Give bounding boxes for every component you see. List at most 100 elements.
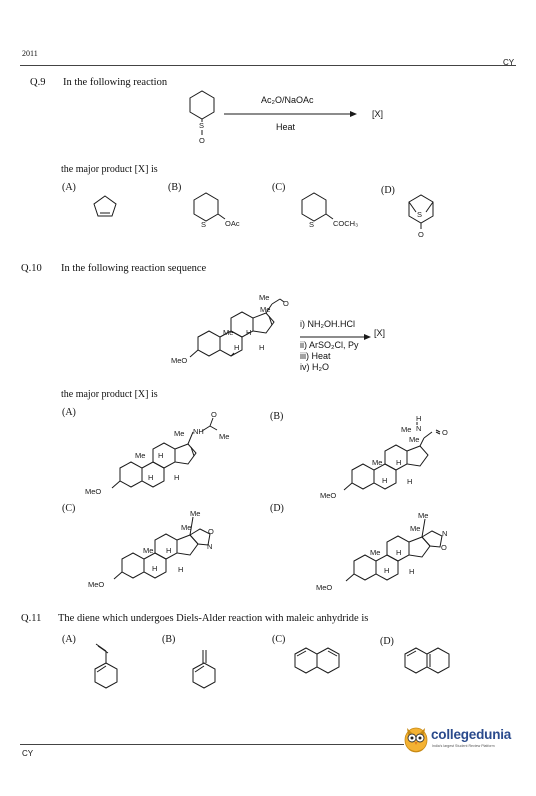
q9-prompt: the major product [X] is bbox=[61, 164, 158, 175]
svg-text:Me: Me bbox=[409, 435, 419, 444]
q11-option-b-methylenecyclohexene bbox=[192, 650, 216, 689]
svg-text:O: O bbox=[442, 428, 448, 437]
brand-logo-name: collegedunia bbox=[431, 727, 512, 742]
q9-option-d-bicyclic-sulfoxide: S O bbox=[408, 194, 434, 239]
svg-text:N: N bbox=[442, 529, 447, 538]
q11-label-c: (C) bbox=[272, 634, 286, 645]
svg-text:H: H bbox=[166, 546, 171, 555]
svg-text:S: S bbox=[199, 121, 204, 130]
q10-number: Q.10 bbox=[21, 263, 42, 274]
svg-text:S: S bbox=[417, 210, 422, 219]
svg-text:H: H bbox=[174, 473, 179, 482]
q11-option-d-hexahydronaphthalene bbox=[404, 647, 450, 674]
svg-text:Me: Me bbox=[410, 524, 420, 533]
svg-text:O: O bbox=[208, 527, 214, 536]
owl-mascot-icon bbox=[404, 727, 428, 753]
svg-text:Me: Me bbox=[370, 548, 380, 557]
q9-label-d: (D) bbox=[381, 185, 395, 196]
svg-text:H: H bbox=[407, 477, 412, 486]
svg-text:O: O bbox=[199, 136, 205, 145]
q10-product-x: [X] bbox=[374, 328, 386, 338]
svg-text:Me: Me bbox=[223, 328, 233, 337]
svg-text:H: H bbox=[246, 328, 251, 337]
q9-label-a: (A) bbox=[62, 182, 76, 193]
svg-text:O: O bbox=[283, 299, 289, 308]
page-code-top: CY bbox=[503, 58, 515, 67]
q9-reaction-arrow bbox=[224, 111, 357, 117]
q10-reactant-steroid: Me Me O Me H H H MeO bbox=[171, 293, 289, 365]
svg-text:MeO: MeO bbox=[85, 487, 101, 496]
svg-text:N: N bbox=[416, 424, 421, 433]
svg-text:S: S bbox=[309, 220, 314, 229]
q11-label-b: (B) bbox=[162, 634, 176, 645]
svg-text:Me: Me bbox=[260, 305, 270, 314]
footer-rule bbox=[20, 744, 404, 745]
q10-option-c-oxazoline-steroid: Me Me O N Me H H H MeO bbox=[88, 509, 214, 589]
svg-text:Me: Me bbox=[174, 429, 184, 438]
svg-text:Me: Me bbox=[135, 451, 145, 460]
svg-text:MeO: MeO bbox=[171, 356, 187, 365]
svg-text:S: S bbox=[201, 220, 206, 229]
q10-label-a: (A) bbox=[62, 407, 76, 418]
q9-option-b-oac-thiane: S OAc bbox=[193, 192, 240, 229]
q10-option-a-acetamido-steroid: Me NH O Me Me H H H MeO bbox=[85, 410, 229, 496]
svg-text:H: H bbox=[259, 343, 264, 352]
svg-text:NH: NH bbox=[193, 427, 204, 436]
q9-option-c-acetyl-thiane: S COCH₃ bbox=[301, 192, 358, 229]
svg-text:H: H bbox=[384, 566, 389, 575]
q10-step-1: i) NH₂OH.HCl bbox=[300, 319, 355, 329]
q9-product-x: [X] bbox=[372, 109, 384, 119]
q10-label-b: (B) bbox=[270, 411, 284, 422]
svg-text:MeO: MeO bbox=[316, 583, 332, 592]
svg-text:H: H bbox=[382, 476, 387, 485]
q9-reagent-top: Ac₂O/NaOAc bbox=[261, 95, 314, 105]
q10-option-b-lactam-steroid: Me H N O Me Me H H H MeO bbox=[320, 414, 448, 500]
svg-text:H: H bbox=[148, 473, 153, 482]
q10-step-4: iv) H₂O bbox=[300, 362, 329, 372]
q10-stem: In the following reaction sequence bbox=[61, 263, 207, 274]
q11-number: Q.11 bbox=[21, 613, 42, 624]
svg-text:H: H bbox=[396, 548, 401, 557]
q10-label-c: (C) bbox=[62, 503, 76, 514]
q10-reaction-arrow bbox=[300, 334, 371, 340]
svg-text:O: O bbox=[211, 410, 217, 419]
svg-text:MeO: MeO bbox=[320, 491, 336, 500]
q9-label-c: (C) bbox=[272, 182, 286, 193]
svg-text:N: N bbox=[207, 542, 212, 551]
q11-label-d: (D) bbox=[380, 636, 394, 647]
svg-text:Me: Me bbox=[372, 458, 382, 467]
q9-label-b: (B) bbox=[168, 182, 182, 193]
page-code-bottom: CY bbox=[22, 749, 34, 758]
svg-text:H: H bbox=[234, 343, 239, 352]
svg-text:O: O bbox=[441, 543, 447, 552]
q10-step-2: ii) ArSO₂Cl, Py bbox=[300, 340, 359, 350]
q11-option-c-hexahydronaphthalene bbox=[294, 647, 340, 674]
svg-text:Me: Me bbox=[418, 511, 428, 520]
svg-text:H: H bbox=[409, 567, 414, 576]
q10-option-d-oxazoline-steroid: Me Me N O Me H H H MeO bbox=[316, 511, 447, 592]
svg-text:Me: Me bbox=[143, 546, 153, 555]
svg-text:H: H bbox=[158, 451, 163, 460]
q10-step-3: iii) Heat bbox=[300, 351, 331, 361]
q10-prompt: the major product [X] is bbox=[61, 389, 158, 400]
q9-reagent-bottom: Heat bbox=[276, 122, 296, 132]
q11-option-a-vinylcyclohexene bbox=[94, 643, 118, 689]
svg-text:Me: Me bbox=[190, 509, 200, 518]
q9-reactant-thiane-oxide: S O bbox=[189, 90, 215, 145]
svg-text:Me: Me bbox=[219, 432, 229, 441]
q11-label-a: (A) bbox=[62, 634, 76, 645]
svg-text:H: H bbox=[416, 414, 421, 423]
svg-text:H: H bbox=[152, 564, 157, 573]
q9-stem: In the following reaction bbox=[63, 77, 168, 88]
svg-text:COCH₃: COCH₃ bbox=[333, 219, 358, 228]
svg-text:Me: Me bbox=[181, 523, 191, 532]
svg-text:H: H bbox=[396, 458, 401, 467]
page-year: 2011 bbox=[22, 49, 38, 58]
brand-tagline: India's largest Student Review Platform bbox=[432, 744, 495, 748]
q9-option-a-cyclopentene bbox=[93, 195, 117, 217]
svg-text:O: O bbox=[418, 230, 424, 239]
header-rule bbox=[20, 65, 516, 66]
q11-stem: The diene which undergoes Diels-Alder re… bbox=[58, 613, 369, 624]
svg-text:Me: Me bbox=[401, 425, 411, 434]
svg-text:H: H bbox=[178, 565, 183, 574]
